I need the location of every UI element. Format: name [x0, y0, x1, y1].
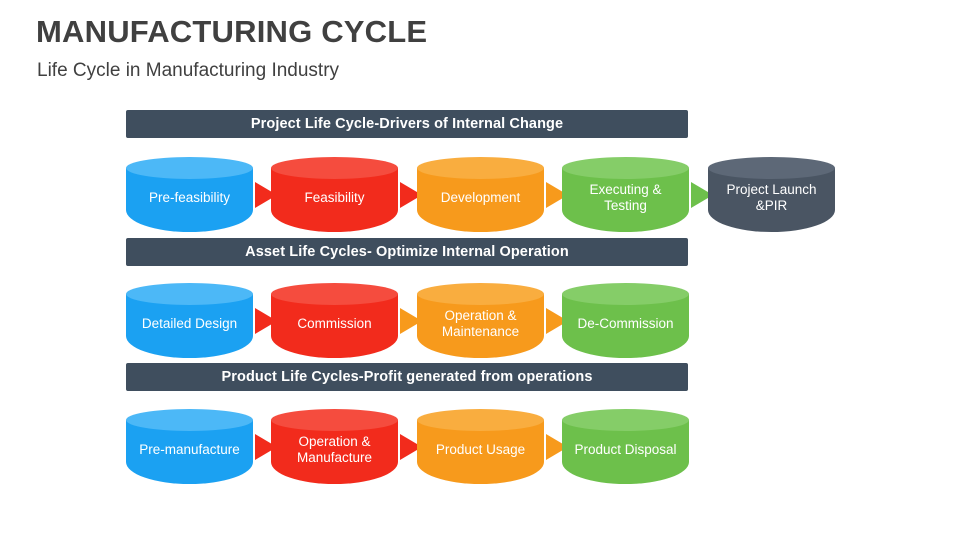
cylinder-top: [126, 409, 253, 431]
step-label: Pre-manufacture: [139, 441, 240, 457]
cylinder-top: [562, 157, 689, 179]
step-label: Detailed Design: [141, 315, 238, 331]
page-subtitle: Life Cycle in Manufacturing Industry: [37, 60, 340, 81]
step-label: Pre-feasibility: [148, 189, 231, 205]
arrow-3-2: [400, 434, 422, 460]
cylinder-top: [271, 157, 398, 179]
cylinder-top: [417, 157, 544, 179]
arrow-1-2: [400, 182, 422, 208]
arrow-1-4: [691, 182, 713, 208]
cylinder-top: [126, 157, 253, 179]
step-de-commission[interactable]: De-Commission: [562, 283, 689, 358]
step-label: Project Launch &PIR: [726, 181, 817, 213]
step-label: Development: [440, 189, 521, 205]
cylinder-top: [271, 409, 398, 431]
section-header-project-life-cycle: Project Life Cycle-Drivers of Internal C…: [126, 110, 688, 138]
arrow-2-2: [400, 308, 422, 334]
step-label: Operation & Manufacture: [296, 433, 373, 465]
step-operation-manufacture[interactable]: Operation & Manufacture: [271, 409, 398, 484]
step-pre-manufacture[interactable]: Pre-manufacture: [126, 409, 253, 484]
step-executing-testing[interactable]: Executing & Testing: [562, 157, 689, 232]
cylinder-top: [126, 283, 253, 305]
cylinder-top: [562, 283, 689, 305]
step-detailed-design[interactable]: Detailed Design: [126, 283, 253, 358]
step-pre-feasibility[interactable]: Pre-feasibility: [126, 157, 253, 232]
step-label: Product Disposal: [574, 441, 677, 457]
step-label: Executing & Testing: [589, 181, 662, 213]
cylinder-top: [708, 157, 835, 179]
cylinder-top: [562, 409, 689, 431]
step-feasibility[interactable]: Feasibility: [271, 157, 398, 232]
step-project-launch-pir[interactable]: Project Launch &PIR: [708, 157, 835, 232]
step-label: Feasibility: [304, 189, 365, 205]
cylinder-top: [417, 283, 544, 305]
step-label: De-Commission: [577, 315, 674, 331]
step-label: Operation & Maintenance: [441, 307, 520, 339]
cylinder-top: [271, 283, 398, 305]
step-development[interactable]: Development: [417, 157, 544, 232]
section-header-product-life-cycles: Product Life Cycles-Profit generated fro…: [126, 363, 688, 391]
page-title: MANUFACTURING CYCLE: [36, 14, 428, 49]
step-commission[interactable]: Commission: [271, 283, 398, 358]
step-operation-maintenance[interactable]: Operation & Maintenance: [417, 283, 544, 358]
step-product-usage[interactable]: Product Usage: [417, 409, 544, 484]
step-label: Product Usage: [435, 441, 526, 457]
cylinder-top: [417, 409, 544, 431]
section-header-asset-life-cycles: Asset Life Cycles- Optimize Internal Ope…: [126, 238, 688, 266]
step-label: Commission: [297, 315, 372, 331]
step-product-disposal[interactable]: Product Disposal: [562, 409, 689, 484]
